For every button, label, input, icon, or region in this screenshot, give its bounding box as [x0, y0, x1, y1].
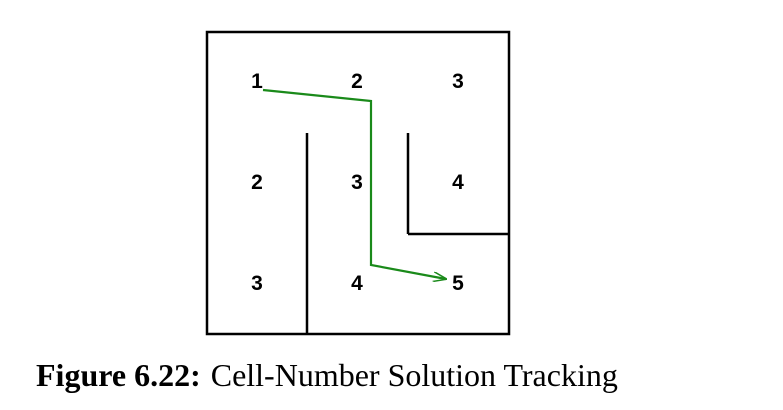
- cell-number-r1c3: 3: [452, 70, 464, 93]
- cell-number-r2c3: 4: [452, 171, 464, 194]
- maze-diagram: 1 2 3 2 3 4 3 4 5: [205, 30, 511, 336]
- cell-number-r1c2: 2: [351, 70, 363, 93]
- figure-caption-text: Cell-Number Solution Tracking: [210, 357, 618, 393]
- cell-number-r1c1: 1: [251, 70, 263, 93]
- figure-caption: Figure 6.22:Cell-Number Solution Trackin…: [36, 357, 618, 394]
- cell-number-r2c2: 3: [351, 171, 363, 194]
- cell-number-r3c2: 4: [351, 272, 363, 295]
- figure-caption-label: Figure 6.22:: [36, 357, 201, 393]
- cell-number-r2c1: 2: [251, 171, 263, 194]
- cell-number-r3c3: 5: [452, 272, 464, 295]
- solution-path-arrow: [262, 88, 446, 279]
- cell-number-r3c1: 3: [251, 272, 263, 295]
- maze-outer-wall: [205, 30, 511, 336]
